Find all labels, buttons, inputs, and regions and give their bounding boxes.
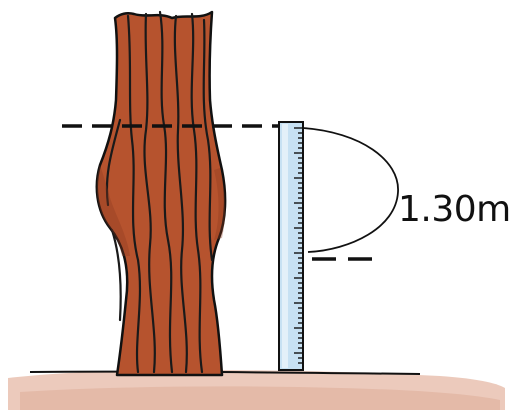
- measurement-arc: [303, 128, 398, 252]
- ground: [8, 370, 505, 410]
- measurement-label: 1.30m: [398, 190, 511, 230]
- ruler-highlight: [282, 124, 288, 368]
- measuring-ruler: [279, 122, 303, 370]
- tree-trunk: [97, 12, 225, 375]
- trunk-fill: [97, 12, 225, 375]
